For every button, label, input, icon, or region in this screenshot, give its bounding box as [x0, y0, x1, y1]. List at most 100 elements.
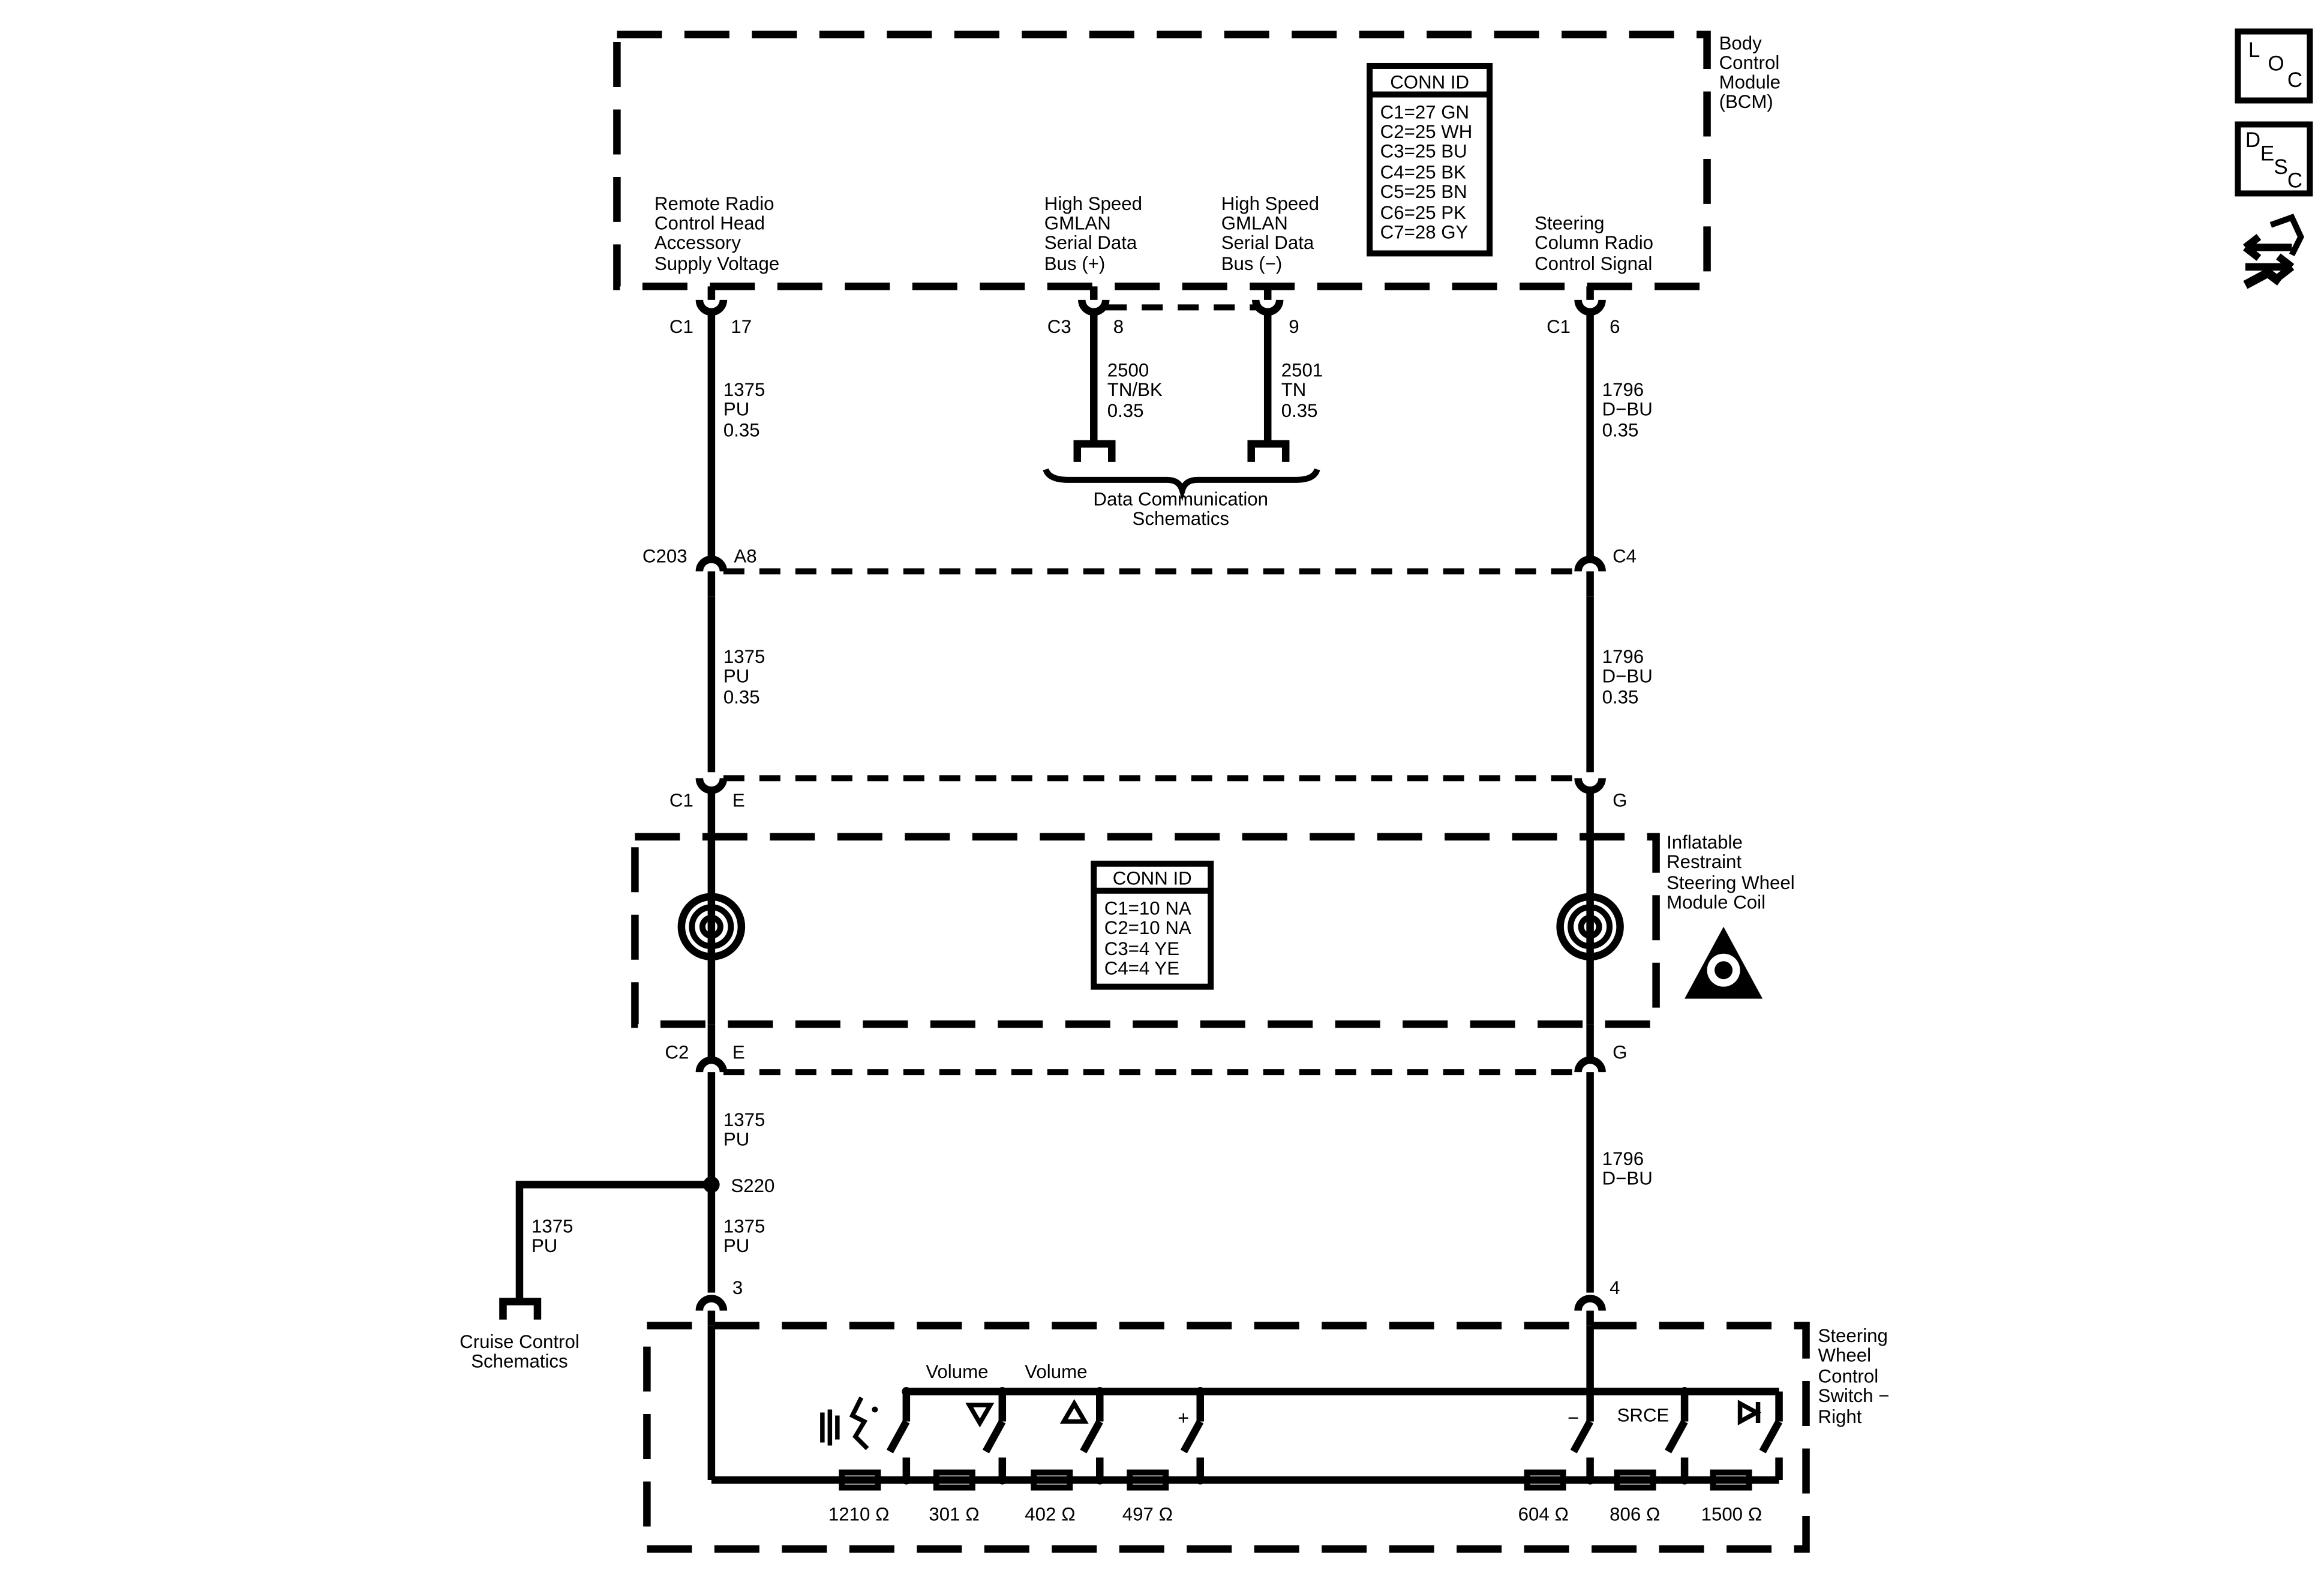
- svg-text:G: G: [1613, 1042, 1627, 1063]
- data-comm-reference-symbol: Data Communication Schematics: [1043, 440, 1320, 529]
- svg-text:Supply Voltage: Supply Voltage: [654, 253, 779, 274]
- svg-text:2501: 2501: [1281, 359, 1323, 380]
- resistor: 402 Ω: [1025, 1469, 1076, 1525]
- svg-text:D−BU: D−BU: [1602, 1168, 1653, 1189]
- signal-hs-gmlan-minus: High Speed GMLAN Serial Data Bus (−): [1221, 193, 1319, 274]
- svg-text:−: −: [1568, 1407, 1579, 1429]
- svg-text:GMLAN: GMLAN: [1221, 212, 1288, 233]
- svg-text:S: S: [2274, 155, 2287, 179]
- svg-text:0.35: 0.35: [723, 686, 760, 707]
- wire-label-2500: 2500 TN/BK 0.35: [1107, 359, 1163, 421]
- svg-text:D−BU: D−BU: [1602, 398, 1653, 419]
- connector-end-view-icon[interactable]: [2243, 214, 2304, 289]
- svg-text:604 Ω: 604 Ω: [1518, 1504, 1569, 1525]
- svg-text:Right: Right: [1818, 1406, 1862, 1427]
- coil-conn-id-table: CONN ID C1=10 NA C2=10 NA C3=4 YE C4=4 Y…: [1091, 860, 1214, 990]
- wire-label-1375-s220: 1375 PU: [723, 1216, 765, 1256]
- svg-text:C1: C1: [669, 790, 693, 811]
- bcm-conn-id-table: CONN ID C1=27 GN C2=25 WH C3=25 BU C4=25…: [1367, 62, 1493, 257]
- svg-text:Schematics: Schematics: [1133, 508, 1229, 529]
- coil-title: Inflatable Restraint Steering Wheel Modu…: [1667, 832, 1795, 913]
- svg-text:C7=28 GY: C7=28 GY: [1380, 221, 1469, 242]
- resistor: 497 Ω: [1122, 1469, 1173, 1525]
- svg-text:1796: 1796: [1602, 1148, 1644, 1169]
- connector-c203: C203 A8 C4: [642, 545, 1637, 597]
- seek-minus-switch: −: [1568, 1387, 1595, 1485]
- wire-label-2501: 2501 TN 0.35: [1281, 359, 1323, 421]
- svg-text:SRCE: SRCE: [1617, 1405, 1670, 1426]
- svg-text:Control: Control: [1719, 52, 1780, 73]
- svg-text:E: E: [2260, 142, 2274, 165]
- svg-text:1375: 1375: [723, 379, 765, 400]
- bcm-terminal-9: [1251, 286, 1284, 316]
- svg-text:C: C: [2287, 169, 2302, 192]
- svg-text:C2: C2: [665, 1042, 689, 1063]
- svg-text:1375: 1375: [723, 1216, 765, 1237]
- svg-text:CONN ID: CONN ID: [1390, 71, 1469, 92]
- wire-1375-cruise-branch: [515, 1181, 711, 1302]
- svg-text:Body: Body: [1719, 32, 1762, 53]
- switch-title: Steering Wheel Control Switch − Right: [1818, 1325, 1890, 1427]
- svg-text:1210 Ω: 1210 Ω: [828, 1504, 890, 1525]
- coil-c1-connector: C1 E G: [669, 775, 1627, 837]
- svg-text:3: 3: [732, 1277, 743, 1298]
- wire-label-1796: 1796 D−BU 0.35: [1602, 379, 1653, 440]
- svg-text:Control Head: Control Head: [654, 212, 765, 233]
- svg-text:0.35: 0.35: [1107, 400, 1144, 421]
- play-pause-icon: [1737, 1400, 1761, 1425]
- svg-text:Data Communication: Data Communication: [1093, 488, 1268, 509]
- svg-text:L: L: [2248, 38, 2260, 62]
- svg-text:PU: PU: [723, 398, 749, 419]
- wire-label-1796-middle: 1796 D−BU 0.35: [1602, 646, 1653, 707]
- svg-text:Inflatable: Inflatable: [1667, 832, 1743, 853]
- svg-text:1796: 1796: [1602, 379, 1644, 400]
- wire-label-1375-middle: 1375 PU 0.35: [723, 646, 765, 707]
- svg-text:C1=10 NA: C1=10 NA: [1104, 898, 1191, 919]
- volume-up-icon: [1059, 1399, 1089, 1424]
- source-switch: SRCE: [1617, 1387, 1689, 1485]
- svg-text:High Speed: High Speed: [1044, 193, 1142, 214]
- wire-label-1375-c2: 1375 PU: [723, 1109, 765, 1149]
- svg-text:A8: A8: [734, 545, 756, 566]
- svg-text:301 Ω: 301 Ω: [929, 1504, 980, 1525]
- svg-text:C203: C203: [642, 545, 687, 566]
- svg-text:PU: PU: [723, 1235, 749, 1256]
- svg-text:PU: PU: [532, 1235, 557, 1256]
- svg-text:1796: 1796: [1602, 646, 1644, 667]
- bcm-terminal-6: [1574, 286, 1606, 316]
- signal-steering-column: Steering Column Radio Control Signal: [1535, 212, 1653, 274]
- switch-terminal-4: 4: [1574, 1277, 1620, 1326]
- svg-text:0.35: 0.35: [723, 419, 760, 440]
- bcm-terminal-17: [695, 286, 728, 316]
- svg-text:Control Signal: Control Signal: [1535, 253, 1652, 274]
- wire-label-1375-branch: 1375 PU: [532, 1216, 573, 1256]
- resistor: 604 Ω: [1518, 1469, 1569, 1525]
- bcm-terminal-8: [1078, 286, 1110, 316]
- volume-down-icon: [965, 1403, 995, 1428]
- svg-text:4: 4: [1610, 1277, 1620, 1298]
- pin-label-9: 9: [1289, 316, 1299, 337]
- svg-text:C4=25 BK: C4=25 BK: [1380, 161, 1466, 182]
- desc-icon[interactable]: D E S C: [2235, 121, 2313, 197]
- coil-spiral-icon: [1556, 893, 1624, 960]
- pin-label-c1-right: C1: [1547, 316, 1571, 337]
- svg-text:C5=25 BN: C5=25 BN: [1380, 181, 1467, 202]
- bcm-title: Body Control Module (BCM): [1719, 32, 1780, 112]
- svg-text:C3=25 BU: C3=25 BU: [1380, 140, 1467, 161]
- svg-text:C4: C4: [1613, 545, 1637, 566]
- splice-s220: S220: [703, 1175, 774, 1196]
- svg-text:1375: 1375: [723, 1109, 765, 1130]
- cruise-control-reference: Cruise Control Schematics: [460, 1298, 580, 1372]
- svg-text:1375: 1375: [532, 1216, 573, 1237]
- svg-text:Control: Control: [1818, 1366, 1879, 1387]
- svg-text:High Speed: High Speed: [1221, 193, 1319, 214]
- svg-text:C2=10 NA: C2=10 NA: [1104, 917, 1191, 938]
- svg-text:G: G: [1613, 790, 1627, 811]
- voice-switch: [886, 1387, 911, 1485]
- svg-text:Schematics: Schematics: [471, 1351, 568, 1372]
- svg-text:0.35: 0.35: [1281, 400, 1318, 421]
- svg-text:Wheel: Wheel: [1818, 1345, 1872, 1366]
- pin-label-8: 8: [1113, 316, 1124, 337]
- loc-icon[interactable]: L O C: [2235, 28, 2313, 104]
- svg-text:497 Ω: 497 Ω: [1122, 1504, 1173, 1525]
